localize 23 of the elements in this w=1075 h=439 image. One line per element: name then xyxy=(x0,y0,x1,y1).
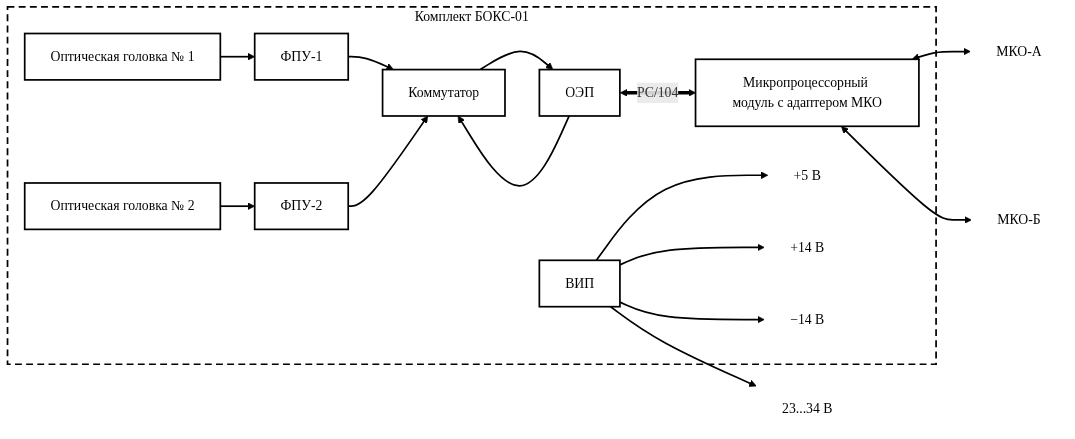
arrow xyxy=(911,47,971,61)
node-box: ФПУ-2 xyxy=(253,182,350,231)
node-box: Микропроцессорный модуль с адаптером МКО xyxy=(694,58,920,128)
arrow xyxy=(841,126,972,224)
arrow xyxy=(595,171,769,262)
node-box: Оптическая головка № 2 xyxy=(23,182,222,231)
edge-label: PC/104 xyxy=(637,85,679,100)
arrow xyxy=(479,50,554,71)
node-text: −14 В xyxy=(790,311,825,327)
node-text: МКО-Б xyxy=(997,212,1041,227)
node-text: МКО-А xyxy=(996,43,1042,59)
arrow xyxy=(619,301,765,324)
node-box: ВИП xyxy=(538,259,621,308)
node-box: ОЭП xyxy=(538,68,621,117)
arrow xyxy=(619,243,765,266)
node-text: +14 В xyxy=(790,239,825,255)
arrow xyxy=(457,115,570,187)
arrow xyxy=(609,305,757,387)
node-box: Оптическая головка № 1 xyxy=(23,32,222,81)
node-box: Коммутатор xyxy=(381,68,506,117)
node-text: +5 В xyxy=(793,167,821,183)
node-text: 23...34 В xyxy=(782,401,833,416)
node-box: ФПУ-1 xyxy=(253,32,350,81)
